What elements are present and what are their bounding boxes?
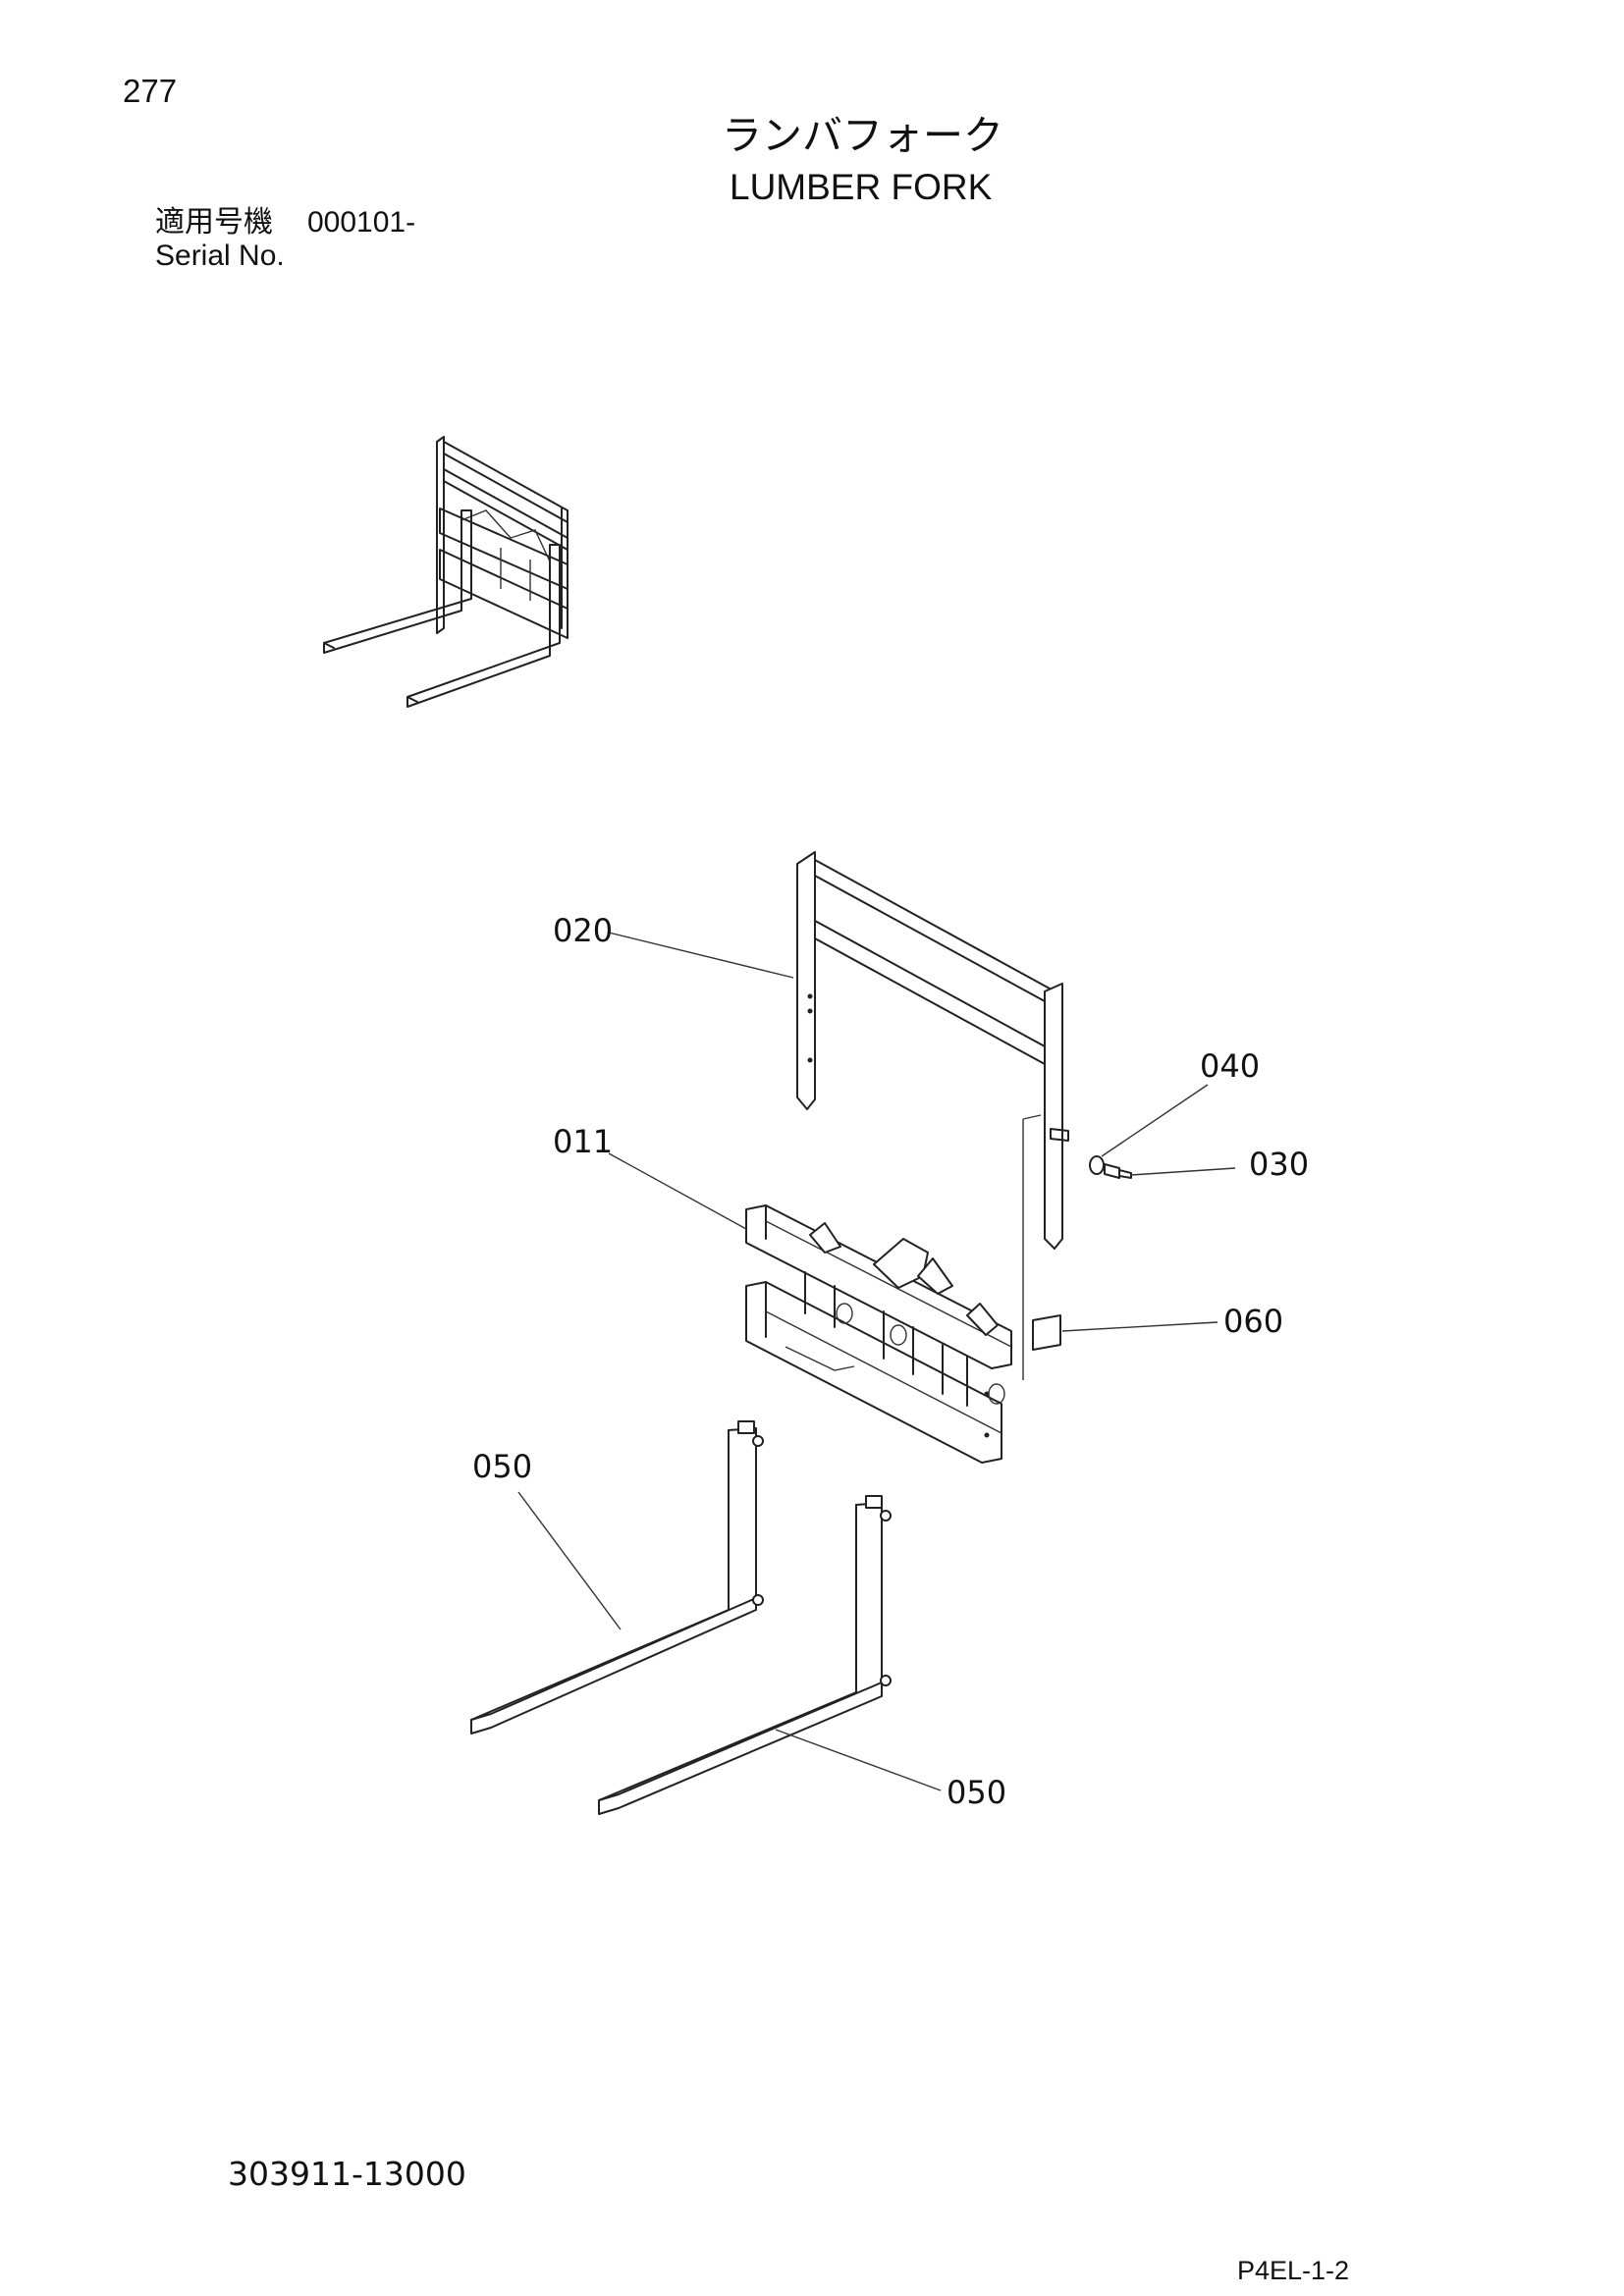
title-japanese: ランバフォーク — [722, 112, 1003, 159]
callout-050-left: 050 — [472, 1448, 533, 1485]
callout-020: 020 — [553, 912, 614, 949]
fork-part-050-right — [598, 1495, 892, 1815]
serial-label-japanese: 適用号機 — [155, 205, 273, 240]
pad-part-060 — [1022, 1114, 1061, 1380]
serial-label-english: Serial No. — [155, 240, 285, 272]
fork-part-050-left — [470, 1420, 764, 1735]
bolt-washer-part-030-040 — [1089, 1155, 1132, 1179]
page-code: P4EL-1-2 — [1237, 2256, 1350, 2285]
drawing-number: 303911-13000 — [228, 2155, 466, 2193]
callout-011: 011 — [553, 1123, 614, 1160]
page-number: 277 — [123, 73, 178, 109]
title-english: LUMBER FORK — [730, 167, 993, 207]
carriage-part-011 — [745, 1204, 1012, 1464]
callout-060: 060 — [1223, 1303, 1284, 1340]
callout-030: 030 — [1249, 1146, 1310, 1183]
serial-number-value: 000101- — [307, 206, 416, 239]
callout-040: 040 — [1200, 1047, 1261, 1085]
callout-050-right: 050 — [947, 1774, 1007, 1811]
backrest-part-020 — [796, 851, 1069, 1250]
leader-lines — [517, 932, 1236, 1791]
overview-assembly-illustration — [323, 436, 568, 708]
